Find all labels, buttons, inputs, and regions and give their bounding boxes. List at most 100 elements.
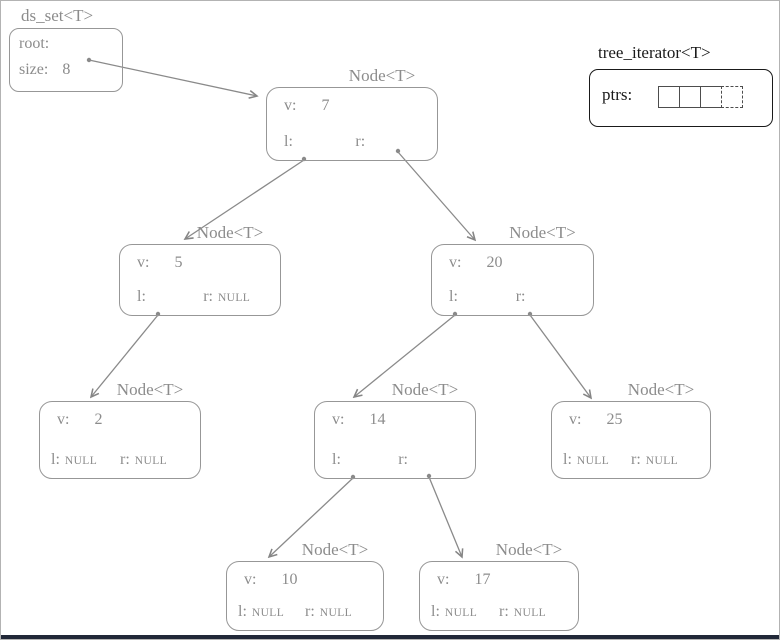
value-field: v:25 bbox=[569, 411, 622, 429]
tree-node-7: Node<T> v: 7 l: r: bbox=[266, 65, 438, 161]
left-pointer-field: l: NULL bbox=[51, 451, 97, 469]
page-bottom-rule bbox=[1, 635, 779, 639]
r-label: r: bbox=[515, 288, 526, 305]
node-title: Node<T> bbox=[495, 540, 563, 559]
value-field: v: 20 bbox=[449, 254, 502, 272]
left-pointer-field: l: bbox=[332, 451, 346, 469]
ptr-cell bbox=[679, 86, 701, 108]
l-value: NULL bbox=[444, 607, 478, 619]
left-pointer-field: l: NULL bbox=[563, 451, 609, 469]
right-pointer-field: r: NULL bbox=[120, 451, 167, 469]
r-value: NULL bbox=[513, 607, 547, 619]
left-pointer-field: l: bbox=[137, 288, 151, 306]
tree-node-2: Node<T> v: 2 l: NULL r: NULL bbox=[39, 379, 201, 479]
ptr-cell bbox=[658, 86, 680, 108]
ptr-cell bbox=[700, 86, 722, 108]
l-label: l: bbox=[449, 288, 458, 305]
r-value: NULL bbox=[134, 455, 168, 467]
value-field: v: 14 bbox=[332, 411, 385, 429]
v-value: 17 bbox=[474, 571, 491, 588]
node-title: Node<T> bbox=[301, 540, 369, 559]
node-box: v: 10 l: NULL r: NULL bbox=[226, 561, 384, 631]
root-field: root: bbox=[19, 35, 49, 53]
value-field: v:5 bbox=[137, 254, 182, 272]
tree-iterator-title: tree_iterator<T> bbox=[598, 43, 711, 62]
size-label: size: bbox=[19, 61, 49, 78]
v-value: 14 bbox=[369, 411, 386, 428]
r-label: r: bbox=[499, 603, 509, 620]
value-field: v: 2 bbox=[57, 411, 102, 429]
ds-set-title: ds_set<T> bbox=[21, 6, 94, 25]
r-label: r: bbox=[203, 288, 213, 305]
right-pointer-field: r: bbox=[398, 451, 413, 469]
r-label: r: bbox=[631, 451, 641, 468]
l-label: l: bbox=[238, 603, 247, 620]
node-title: Node<T> bbox=[627, 380, 695, 399]
ptr-cell-end bbox=[721, 86, 743, 108]
r-label: r: bbox=[305, 603, 315, 620]
tree-node-17: Node<T> v: 17 l: NULL r: NULL bbox=[419, 539, 579, 631]
v-label: v: bbox=[57, 411, 70, 428]
right-pointer-field: r: bbox=[516, 288, 531, 306]
node-title: Node<T> bbox=[391, 380, 459, 399]
size-value: 8 bbox=[62, 61, 71, 78]
l-label: l: bbox=[332, 451, 341, 468]
l-label: l: bbox=[137, 288, 146, 305]
ptrs-label: ptrs: bbox=[602, 85, 633, 104]
right-pointer-field: r: NULL bbox=[203, 288, 250, 306]
tree-node-10: Node<T> v: 10 l: NULL r: NULL bbox=[226, 539, 384, 631]
value-field: v: 7 bbox=[284, 97, 329, 115]
l-value: NULL bbox=[576, 455, 610, 467]
root-label: root: bbox=[19, 35, 50, 52]
left-pointer-field: l: bbox=[449, 288, 463, 306]
ds-set-box: root: size: 8 bbox=[9, 28, 123, 92]
v-label: v: bbox=[137, 254, 150, 271]
r-label: r: bbox=[398, 451, 408, 468]
l-value: NULL bbox=[251, 607, 285, 619]
r-label: r: bbox=[355, 133, 366, 150]
value-field: v: 17 bbox=[437, 571, 490, 589]
v-label: v: bbox=[244, 571, 257, 588]
left-pointer-field: l: NULL bbox=[431, 603, 477, 621]
node-title: Node<T> bbox=[348, 66, 416, 85]
tree-iterator-box: ptrs: bbox=[589, 69, 773, 127]
left-pointer-field: l: NULL bbox=[238, 603, 284, 621]
node-box: v: 7 l: r: bbox=[266, 87, 438, 161]
node-title: Node<T> bbox=[509, 223, 576, 242]
l-label: l: bbox=[563, 451, 572, 468]
l-value: NULL bbox=[64, 455, 98, 467]
node-box: v:5 l: r: NULL bbox=[119, 244, 281, 316]
r-value: NULL bbox=[319, 607, 353, 619]
r-label: r: bbox=[120, 451, 130, 468]
l-label: l: bbox=[431, 603, 440, 620]
tree-node-14: Node<T> v: 14 l: r: bbox=[314, 379, 476, 479]
tree-node-25: Node<T> v:25 l: NULL r: NULL bbox=[551, 379, 711, 479]
r-value: NULL bbox=[645, 455, 679, 467]
tree-node-5: Node<T> v:5 l: r: NULL bbox=[119, 222, 281, 316]
tree-node-20: Node<T> v: 20 l: r: bbox=[431, 222, 594, 316]
v-label: v: bbox=[284, 97, 297, 114]
v-label: v: bbox=[332, 411, 345, 428]
node-box: v:25 l: NULL r: NULL bbox=[551, 401, 711, 479]
right-pointer-field: r: NULL bbox=[631, 451, 678, 469]
r-value: NULL bbox=[217, 292, 251, 304]
node-box: v: 14 l: r: bbox=[314, 401, 476, 479]
node-title: Node<T> bbox=[116, 380, 184, 399]
v-label: v: bbox=[449, 254, 462, 271]
v-value: 25 bbox=[606, 411, 623, 428]
v-label: v: bbox=[437, 571, 450, 588]
right-pointer-field: r: NULL bbox=[305, 603, 352, 621]
v-value: 2 bbox=[94, 411, 103, 428]
right-pointer-field: r: NULL bbox=[499, 603, 546, 621]
value-field: v: 10 bbox=[244, 571, 297, 589]
v-value: 20 bbox=[486, 254, 503, 271]
l-label: l: bbox=[51, 451, 60, 468]
node-title: Node<T> bbox=[196, 223, 264, 242]
node-box: v: 2 l: NULL r: NULL bbox=[39, 401, 201, 479]
v-value: 10 bbox=[281, 571, 298, 588]
v-value: 7 bbox=[321, 97, 330, 114]
right-pointer-field: r: bbox=[355, 133, 370, 151]
ptr-cells bbox=[658, 86, 743, 108]
l-label: l: bbox=[284, 133, 293, 150]
